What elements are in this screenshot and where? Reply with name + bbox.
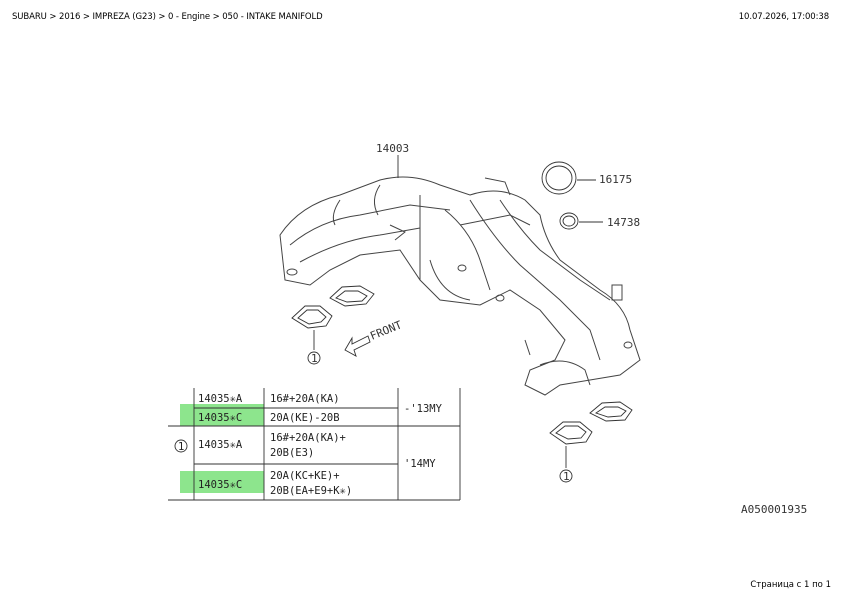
image-code: A050001935 [741,503,807,516]
table-row-3-spec-1: 16#+20A(KA)+ [270,432,346,444]
table-row-4-spec-2: 20B(EA+E9+K✳) [270,485,352,497]
callout-16175: 16175 [599,173,632,186]
front-label: FRONT [368,318,404,343]
table-row-4-part: 14035✳C [198,479,242,491]
table-row-3-spec-2: 20B(E3) [270,447,314,459]
intake-gasket-left [291,285,375,365]
table-year-2: '14MY [404,458,436,470]
ref-marker-left: 1 [311,352,318,365]
intake-gasket-right [549,401,633,483]
table-year-1: -'13MY [404,403,443,415]
callout-14738: 14738 [607,216,640,229]
table-row-4-spec-1: 20A(KC+KE)+ [270,470,340,482]
breadcrumb: SUBARU > 2016 > IMPREZA (G23) > 0 - Engi… [12,12,323,22]
intake-manifold-drawing [279,176,641,396]
parts-table: 14035✳A 16#+20A(KA) 14035✳C 20A(KE)-20B … [168,388,461,501]
gasket-14738-drawing [559,212,603,230]
table-row-2-spec: 20A(KE)-20B [270,412,340,424]
print-timestamp: 10.07.2026, 17:00:38 [738,12,829,22]
table-row-3-part: 14035✳A [198,439,243,451]
highlight-row-4 [180,471,264,493]
table-ref-circle [174,439,188,453]
ref-marker-right: 1 [563,470,570,483]
highlight-row-2 [180,404,264,426]
front-arrow [344,335,371,357]
table-ref-marker: 1 [178,441,184,453]
gasket-16175-drawing [541,161,596,195]
table-row-1-spec: 16#+20A(KA) [270,393,340,405]
table-row-1-part: 14035✳A [198,393,243,405]
page-footer: Страница с 1 по 1 [750,580,831,590]
callout-14003: 14003 [376,142,409,155]
table-row-2-part: 14035✳C [198,412,242,424]
